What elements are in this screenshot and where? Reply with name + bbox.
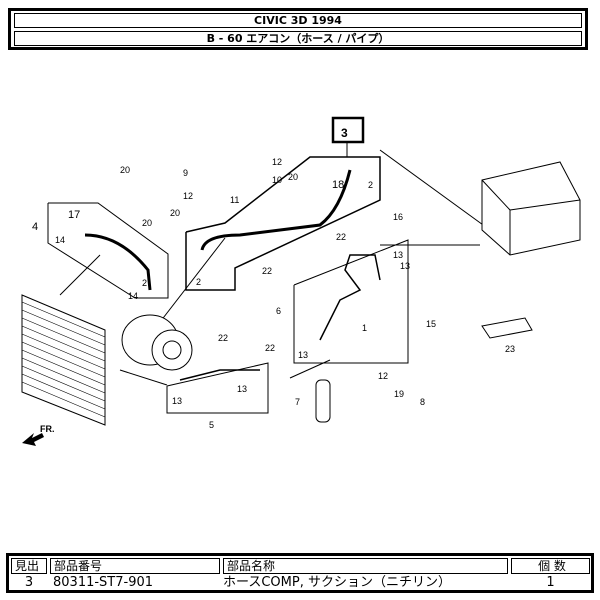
callout-14a: 14 [55,235,65,245]
callout-22b: 22 [262,266,272,276]
group-4-outline [47,202,169,299]
callout-12c: 12 [378,371,388,381]
callout-11: 11 [230,195,239,205]
hose-4 [84,233,152,291]
callout-2c: 2 [142,278,147,288]
callout-6: 6 [276,306,281,316]
callout-23: 23 [505,344,515,354]
row-part-name: ホースCOMP, サクション（ニチリン） [223,575,451,590]
front-arrow-icon: FR. [22,424,55,446]
header-qty: 個 数 [511,558,590,574]
callout-20c: 20 [170,208,180,218]
header-ref: 見出 [11,558,47,574]
front-label: FR. [40,424,55,434]
callout-15: 15 [426,319,436,329]
row-qty: 1 [546,575,555,590]
header-part-number: 部品番号 [50,558,220,574]
model-title: CIVIC 3D 1994 [14,13,582,28]
group-3-outline [185,156,381,291]
callout-1: 1 [362,323,367,333]
pipe-5 [179,369,260,381]
callout-12b: 12 [272,157,282,167]
callout-13a: 13 [393,250,403,260]
receiver-dryer [315,379,331,423]
callout-18: 18 [332,179,344,191]
callout-13b: 13 [298,350,308,360]
condenser-illustration [21,294,106,426]
compressor-illustration [121,314,193,371]
callout-13d: 13 [237,384,247,394]
callout-3: 3 [341,126,348,140]
parts-table: 見出 部品番号 部品名称 個 数 3 80311-ST7-901 ホースCOMP… [6,553,594,593]
callout-12a: 12 [183,191,193,201]
label-plate-23 [481,317,533,339]
callout-5: 5 [209,420,214,430]
header-frame: CIVIC 3D 1994 B - 60 エアコン（ホース / パイプ） [8,8,588,50]
callout-8: 8 [420,397,425,407]
row-ref: 3 [24,575,34,590]
callout-20d: 20 [288,172,298,182]
evaporator-illustration [481,161,581,256]
section-title: B - 60 エアコン（ホース / パイプ） [14,31,582,46]
callout-2b: 2 [196,277,201,287]
callout-20a: 20 [120,165,130,175]
callout-9: 9 [183,168,188,178]
callout-17: 17 [68,209,80,221]
callout-4: 4 [32,221,38,233]
callout-13c: 13 [172,396,182,406]
header-part-name: 部品名称 [223,558,508,574]
hose-3 [200,169,352,251]
callout-2a: 2 [368,180,373,190]
callout-10: 10 [272,175,282,185]
callout-22d: 22 [265,343,275,353]
callout-7: 7 [295,397,300,407]
callout-14b: 14 [128,291,138,301]
callout-13e: 13 [400,261,410,271]
callout-19: 19 [394,389,404,399]
callout-20b: 20 [142,218,152,228]
parts-diagram: 3 20 17 4 14 20 14 9 12 20 11 12 10 20 1… [21,116,581,446]
callout-22a: 22 [336,232,346,242]
callout-22c: 22 [218,333,228,343]
pipe-6 [319,254,381,341]
group-6-outline [293,239,409,364]
callout-16: 16 [393,212,403,222]
row-part-number[interactable]: 80311-ST7-901 [53,575,154,590]
